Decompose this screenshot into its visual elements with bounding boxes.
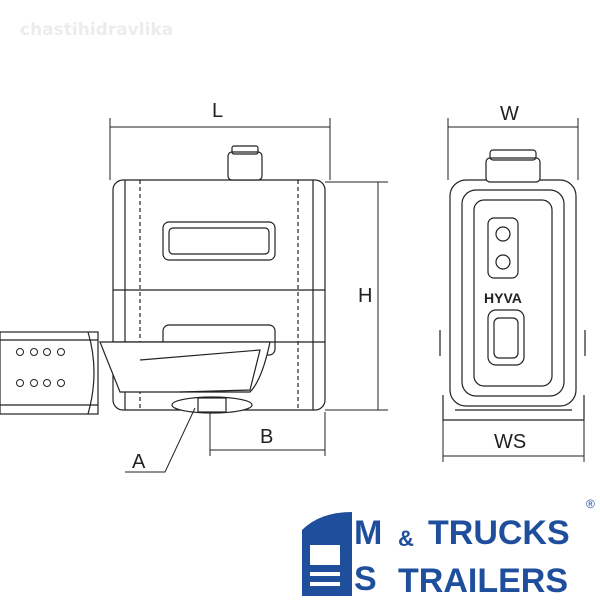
logo-letter-m: M <box>354 514 382 552</box>
dimension-B-label: B <box>260 426 273 448</box>
watermark: chastihidravlika <box>20 20 174 40</box>
registered-mark: ® <box>586 497 595 511</box>
tank-front-view: HYVA <box>439 149 586 421</box>
tank-side-view <box>99 145 326 414</box>
company-logo: M S TRUCKS & TRAILERS ® <box>302 497 595 600</box>
logo-trucks: TRUCKS <box>428 514 570 552</box>
dimension-WS-label: WS <box>494 431 526 453</box>
chassis-rail <box>0 331 99 415</box>
logo-ampersand: & <box>398 526 414 551</box>
detail-A-label: A <box>132 451 146 473</box>
dimension-H-label: H <box>358 285 372 307</box>
dimension-lines <box>109 118 585 473</box>
tank-brand-label: HYVA <box>484 290 522 306</box>
dimension-W-label: W <box>500 103 519 125</box>
logo-trailers: TRAILERS <box>398 562 568 600</box>
logo-letter-s: S <box>354 560 377 598</box>
dimension-L-label: L <box>212 100 223 122</box>
